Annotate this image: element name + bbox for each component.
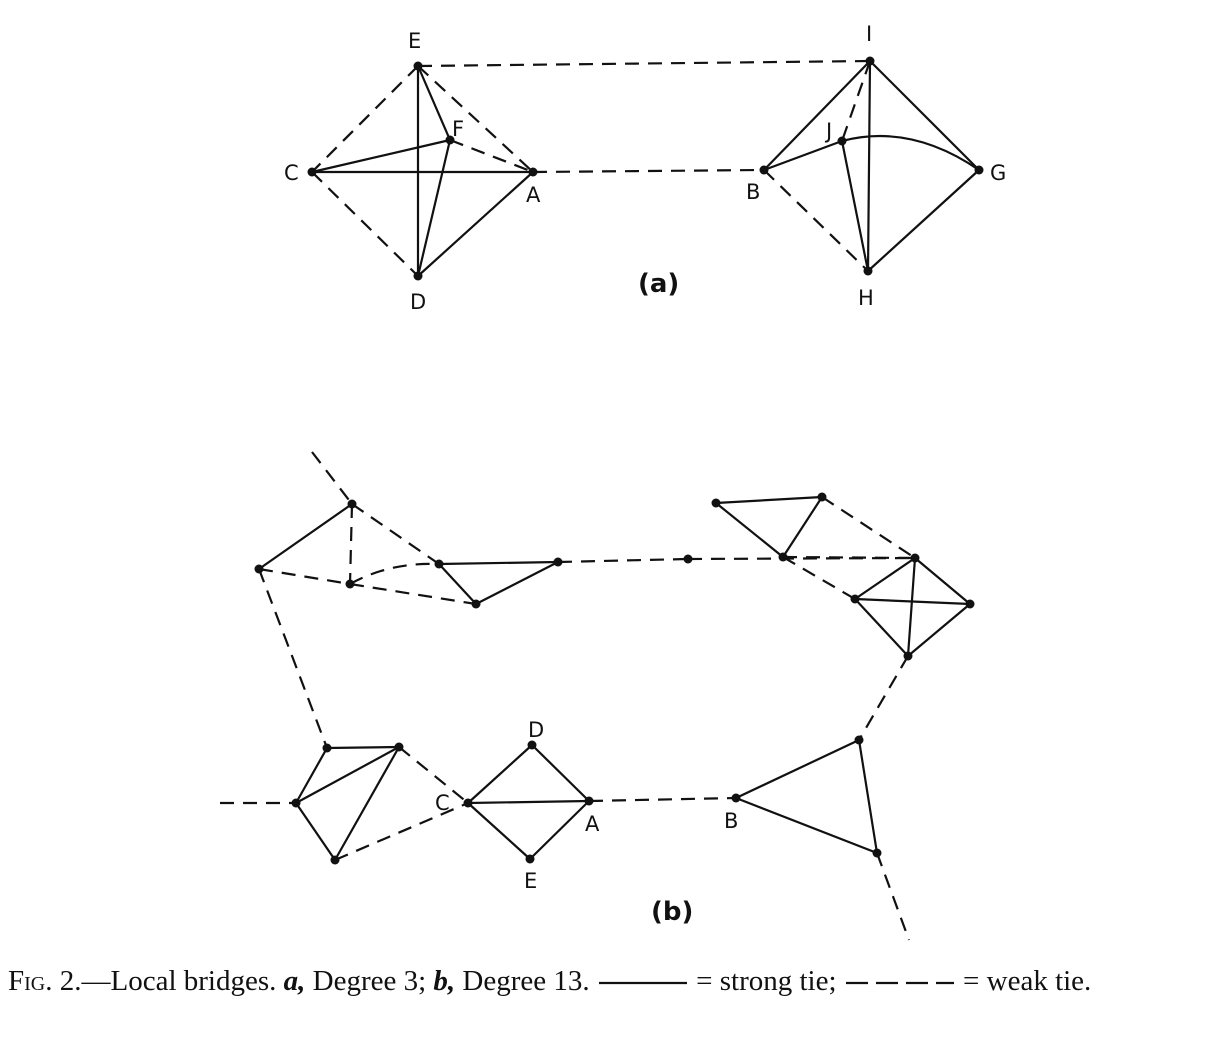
edge-d-a-strong — [416, 170, 535, 278]
legend-weak-line-icon — [845, 982, 954, 985]
node-label-j: J — [824, 119, 832, 143]
caption-weak-tie: = weak tie. — [955, 965, 1092, 997]
edge-i-j-weak — [840, 60, 872, 142]
panel-a-graph: E I F C A D J B G H — [284, 22, 1006, 314]
panel-a-label: (a) — [638, 269, 679, 299]
panel-b-node-label-c: C — [435, 791, 450, 815]
panel-b-graph — [220, 451, 975, 941]
edge-j-g-strong — [840, 134, 981, 172]
figure-caption: Fig. 2.—Local bridges. a, Degree 3; b, D… — [8, 962, 1208, 1000]
node-label-c: C — [284, 161, 299, 185]
edge-b-j-strong — [762, 139, 844, 172]
panel-b-node-label-e: E — [524, 869, 537, 893]
edge-i-b-strong — [762, 59, 872, 172]
edge-e-a-weak — [417, 65, 534, 173]
node-j — [837, 136, 847, 146]
caption-title: —Local bridges. — [81, 965, 284, 997]
edge-i-g-strong — [868, 59, 981, 172]
node-label-h: H — [858, 286, 874, 310]
edge-f-d-strong — [416, 138, 452, 278]
caption-b-marker: b, — [433, 965, 456, 997]
node-h — [863, 266, 873, 276]
node-e — [413, 61, 423, 71]
edge-c-f-strong — [310, 138, 452, 174]
panel-b-label: (b) — [651, 897, 693, 927]
caption-degree-b: Degree 13. — [455, 965, 597, 997]
edge-j-h-strong — [840, 139, 870, 273]
node-b — [759, 165, 769, 175]
edge-i-h-strong — [866, 59, 872, 273]
node-i — [865, 56, 875, 66]
caption-strong-tie: = strong tie; — [688, 965, 844, 997]
edge-b-h-weak — [763, 169, 869, 272]
node-label-f: F — [452, 117, 464, 141]
node-label-b: B — [746, 180, 760, 204]
panel-b-node-label-b: B — [724, 809, 738, 833]
node-c — [307, 167, 317, 177]
caption-degree-a: Degree 3; — [305, 965, 434, 997]
node-g — [974, 165, 984, 175]
legend-strong-line-icon — [598, 982, 687, 985]
panel-b-node-label-d: D — [528, 718, 544, 742]
edge-g-h-strong — [866, 168, 981, 273]
node-f — [445, 135, 455, 145]
node-label-a: A — [526, 183, 541, 207]
panel-b-node-labels: C D A E B — [435, 718, 738, 893]
node-label-d: D — [410, 290, 426, 314]
panel-b-node-label-a: A — [585, 812, 600, 836]
edge-c-d-weak — [311, 171, 419, 277]
edge-e-f-strong — [416, 64, 452, 142]
node-label-e: E — [408, 29, 421, 53]
edge-f-a-weak — [449, 138, 534, 174]
node-a — [528, 167, 538, 177]
node-label-g: G — [990, 161, 1006, 185]
edge-e-i-weak — [417, 59, 871, 68]
edge-a-b-weak — [532, 168, 765, 174]
edge-e-c-weak — [311, 65, 419, 173]
caption-a-marker: a, — [283, 965, 306, 997]
caption-figure-number: Fig. 2. — [8, 965, 82, 997]
network-figure: E I F C A D J B G H (a) — [220, 22, 1006, 941]
node-label-i: I — [866, 22, 872, 46]
node-d — [413, 271, 423, 281]
